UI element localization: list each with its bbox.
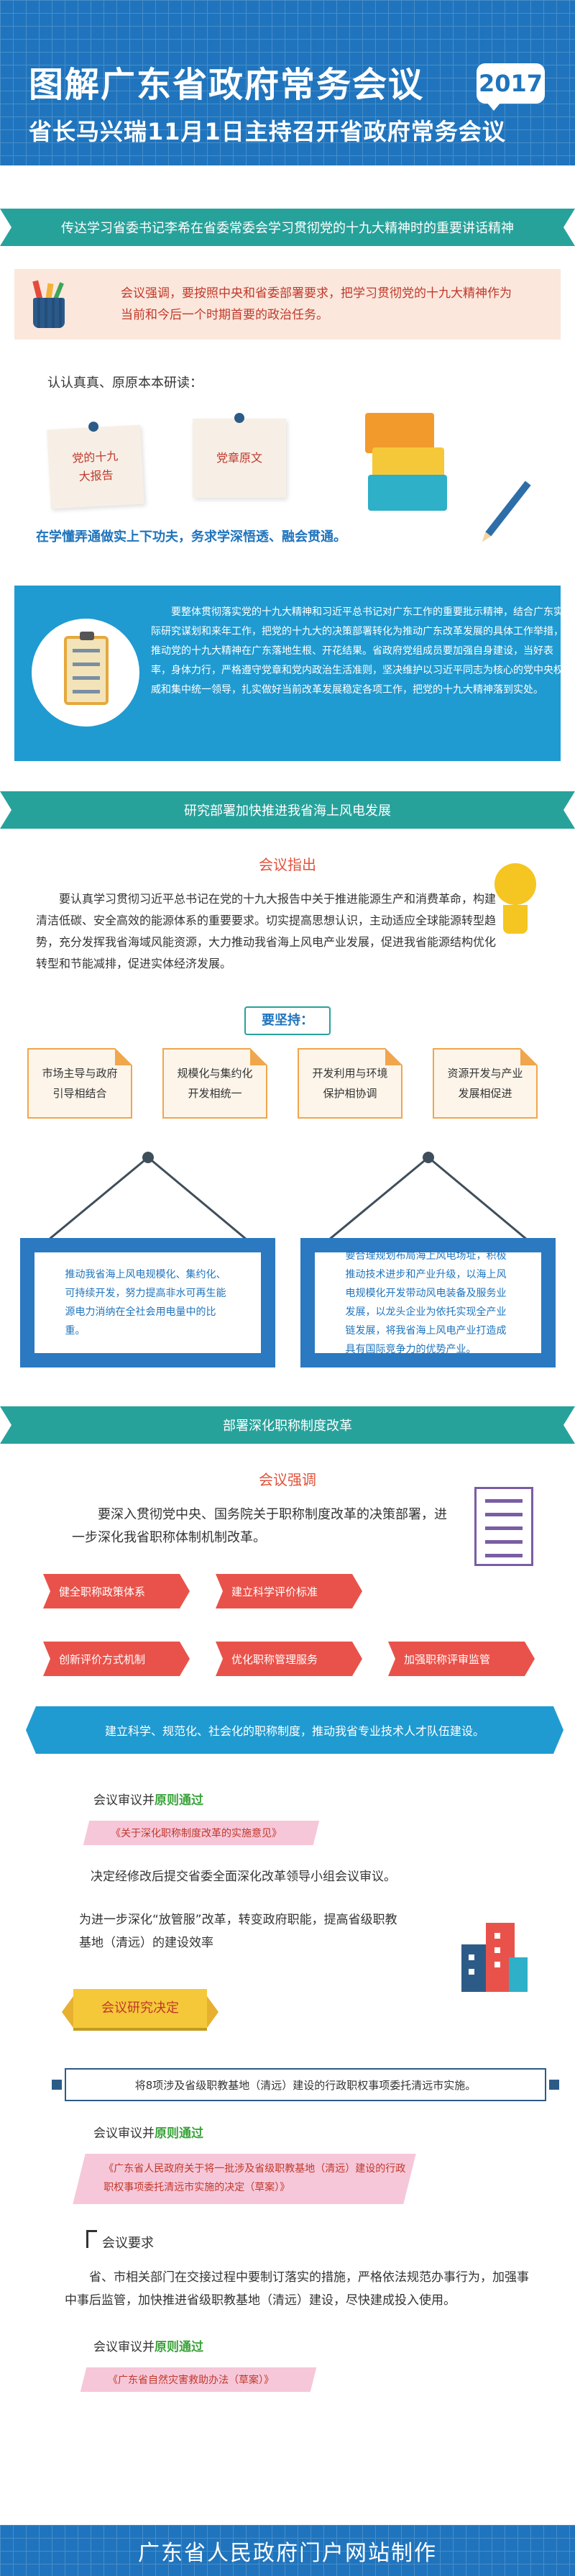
page-subtitle: 省长马兴瑞11月1日主持召开省政府常务会议 [29,118,506,145]
frame-right-text: 要合理规划布局海上风电场址，积极推动技术进步和产业升级，以海上风电规模化开发带动… [345,1250,507,1355]
review-line-1: 会议审议并原则通过 [93,1793,203,1808]
principle-tag: 市场主导与政府引导相结合 [27,1048,132,1119]
principles-row: 市场主导与政府引导相结合 规模化与集约化开发相统一 开发利用与环境保护相协调 资… [0,1048,575,1134]
must-label: 要坚持： [244,1006,331,1035]
framed-decision: 将8项涉及省级职教基地（清远）建设的行政职权事项委托清远市实施。 [52,2068,559,2101]
study-title: 认认真真、原原本本研读： [47,376,203,391]
document-title-2: 《广东省人民政府关于将一批涉及省级职教基地（清远）建设的行政职权事项委托清远市实… [73,2154,416,2204]
requirement-text: 省、市相关部门在交接过程中要制订落实的措施，严格依法规范办事行为，加强事中事后监… [65,2270,529,2308]
study-notes-row: 党的十九大报告 党章原文 [0,413,575,521]
reform-ribbon: 建立科学评价标准 [216,1574,362,1608]
frames-row: 推动我省海上风电规模化、集约化、可持续开发，努力提高非水可再生能源电力消纳在全社… [0,1152,575,1367]
lightbulb-icon [489,863,540,948]
principle-tag: 开发利用与环境保护相协调 [298,1048,402,1119]
principle-tag: 规模化与集约化开发相统一 [162,1048,267,1119]
document-title-3: 《广东省自然灾害救助办法（草案）》 [80,2367,317,2392]
review-line-2: 会议审议并原则通过 [93,2126,203,2141]
page-title: 图解广东省政府常务会议 [29,65,425,105]
section3-subtitle: 会议强调 [259,1471,316,1488]
section1-banner: 传达学习省委书记李希在省委常委会学习贯彻党的十九大精神时的重要讲话精神 [0,209,575,246]
review-line-3: 会议审议并原则通过 [93,2340,203,2354]
hanger-left [20,1152,275,1241]
hanger-wire-icon [328,1152,528,1241]
frame-left-text: 推动我省海上风电规模化、集约化、可持续开发，努力提高非水可再生能源电力消纳在全社… [65,1269,226,1337]
reform-summary-ribbon: 建立科学、规范化、社会化的职称制度，推动我省专业技术人才队伍建设。 [26,1706,564,1754]
note-party-charter: 党章原文 [193,413,286,498]
decision-badge: 会议研究决定 [62,1989,218,2028]
requirement-title: 会议要求 [86,2230,575,2252]
note-report-label: 党的十九大报告 [71,449,119,484]
books-icon [365,413,450,514]
document-icon [474,1487,533,1566]
section1-card-text: 要整体贯彻落实党的十九大精神和习近平总书记对广东工作的重要批示精神，结合广东实际… [151,606,564,696]
study-line: 在学懂弄通做实上下功夫，务求学深悟透、融会贯通。 [36,529,346,545]
clipboard-icon [32,619,139,727]
footer: 广东省人民政府门户网站制作 [0,2525,575,2576]
pin-icon [234,413,244,423]
reform-ribbon: 优化职称管理服务 [216,1642,362,1676]
section2-paragraph: 要认真学习贯彻习近平总书记在党的十九大报告中关于推进能源生产和消费革命，构建清洁… [36,892,497,970]
hanger-right [300,1152,556,1241]
document-title-1: 《关于深化职称制度改革的实施意见》 [83,1821,320,1845]
reform-ribbon: 加强职称评审监管 [388,1642,535,1676]
note-report: 党的十九大报告 [47,421,144,509]
frame-right: 要合理规划布局海上风电场址，积极推动技术进步和产业升级，以海上风电规模化开发带动… [300,1238,556,1367]
note-charter-label: 党章原文 [216,451,262,465]
footer-grid-pattern [0,2525,575,2576]
pen-cup-icon [27,280,70,328]
header: 图解广东省政府常务会议 2017 省长马兴瑞11月1日主持召开省政府常务会议 [0,0,575,180]
year-badge: 2017 [477,63,545,111]
section1-quote-box: 会议强调，要按照中央和省委部署要求，把学习贯彻党的十九大精神作为当前和今后一个时… [14,269,561,340]
hanger-wire-icon [48,1152,247,1241]
section2-subtitle: 会议指出 [259,856,316,873]
section3-banner: 部署深化职称制度改革 [0,1406,575,1444]
section1-card: 要整体贯彻落实党的十九大精神和习近平总书记对广东工作的重要批示精神，结合广东实际… [14,586,564,761]
reform-ribbon: 创新评价方式机制 [43,1642,190,1676]
reform-ribbons: 健全职称政策体系 建立科学评价标准 创新评价方式机制 优化职称管理服务 加强职称… [0,1574,575,1761]
frame-left: 推动我省海上风电规模化、集约化、可持续开发，努力提高非水可再生能源电力消纳在全社… [20,1238,275,1367]
pin-icon [88,421,99,432]
footer-text: 广东省人民政府门户网站制作 [138,2540,437,2566]
header-divider [0,165,575,180]
section3-paragraph: 要深入贯彻党中央、国务院关于职称制度改革的决策部署，进一步深化我省职称体制机制改… [72,1507,447,1545]
decision-text: 决定经修改后提交省委全面深化改革领导小组会议审议。 [91,1870,396,1884]
reform-ribbon: 健全职称政策体系 [43,1574,190,1608]
section2-banner: 研究部署加快推进我省海上风电发展 [0,791,575,829]
building-icon [461,1916,528,1992]
principle-tag: 资源开发与产业发展相促进 [433,1048,538,1119]
section1-quote: 会议强调，要按照中央和省委部署要求，把学习贯彻党的十九大精神作为当前和今后一个时… [121,286,512,322]
reform-goal-text: 为进一步深化“放管服”改革，转变政府职能，提高省级职教基地（清远）的建设效率 [79,1913,397,1950]
